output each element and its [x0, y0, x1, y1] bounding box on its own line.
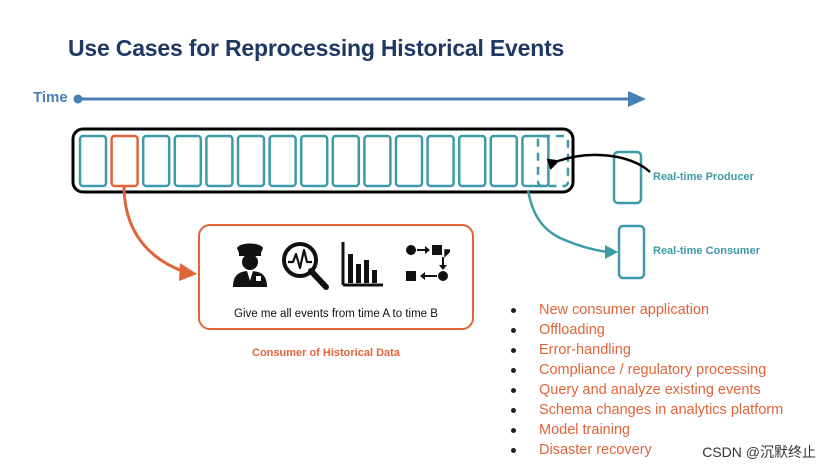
producer-arrow: [546, 153, 651, 173]
event-cell: [394, 134, 424, 188]
event-cell: [268, 134, 297, 188]
bullet-icon: [511, 328, 516, 333]
producer-label: Real-time Producer: [653, 171, 754, 183]
list-item: Disaster recovery: [508, 440, 783, 460]
time-label: Time: [33, 89, 68, 106]
consumer-request-text: Give me all events from time A to time B: [234, 308, 438, 320]
consumer-icons: [230, 240, 450, 292]
event-cell: [78, 134, 108, 188]
time-axis: [73, 91, 646, 107]
event-cell: [173, 134, 203, 188]
consumer-label: Real-time Consumer: [653, 245, 760, 257]
event-cell: [489, 134, 519, 188]
list-item: Error-handling: [508, 340, 783, 360]
list-item: Compliance / regulatory processing: [508, 360, 783, 380]
event-cell: [457, 134, 487, 188]
watermark: CSDN @沉默终止: [702, 444, 816, 460]
event-cell: [331, 134, 361, 188]
event-cell: [205, 134, 234, 188]
event-cell: [141, 134, 171, 188]
magnifier-waveform-icon: [282, 242, 329, 290]
historical-arrow: [122, 185, 186, 274]
use-case-list: New consumer application Offloading Erro…: [508, 300, 783, 460]
workflow-icon: [406, 245, 450, 281]
list-item: New consumer application: [508, 300, 783, 320]
bar-chart-icon: [341, 242, 383, 287]
event-cells: [78, 134, 550, 188]
event-cell: [236, 134, 266, 188]
list-item: Model training: [508, 420, 783, 440]
event-cell: [363, 134, 392, 188]
historical-consumer-label: Consumer of Historical Data: [252, 347, 400, 359]
event-cell: [426, 134, 455, 188]
list-item: Offloading: [508, 320, 783, 340]
bullet-icon: [511, 348, 516, 353]
pending-event-slot: [536, 134, 570, 188]
bullet-icon: [511, 388, 516, 393]
historical-consumer-box: Give me all events from time A to time B: [198, 224, 474, 330]
bullet-icon: [511, 308, 516, 313]
bullet-icon: [511, 408, 516, 413]
consumer-arrow: [526, 189, 609, 254]
list-item: Query and analyze existing events: [508, 380, 783, 400]
producer-box: [612, 150, 643, 205]
historical-event-cell: [110, 134, 139, 188]
list-item: Schema changes in analytics platform: [508, 400, 783, 420]
bullet-icon: [511, 448, 516, 453]
page-title: Use Cases for Reprocessing Historical Ev…: [68, 35, 565, 61]
police-officer-icon: [233, 243, 267, 287]
bullet-icon: [511, 428, 516, 433]
bullet-icon: [511, 368, 516, 373]
consumer-box-rt: [617, 224, 646, 280]
event-cell: [299, 134, 329, 188]
event-cell: [521, 134, 550, 188]
